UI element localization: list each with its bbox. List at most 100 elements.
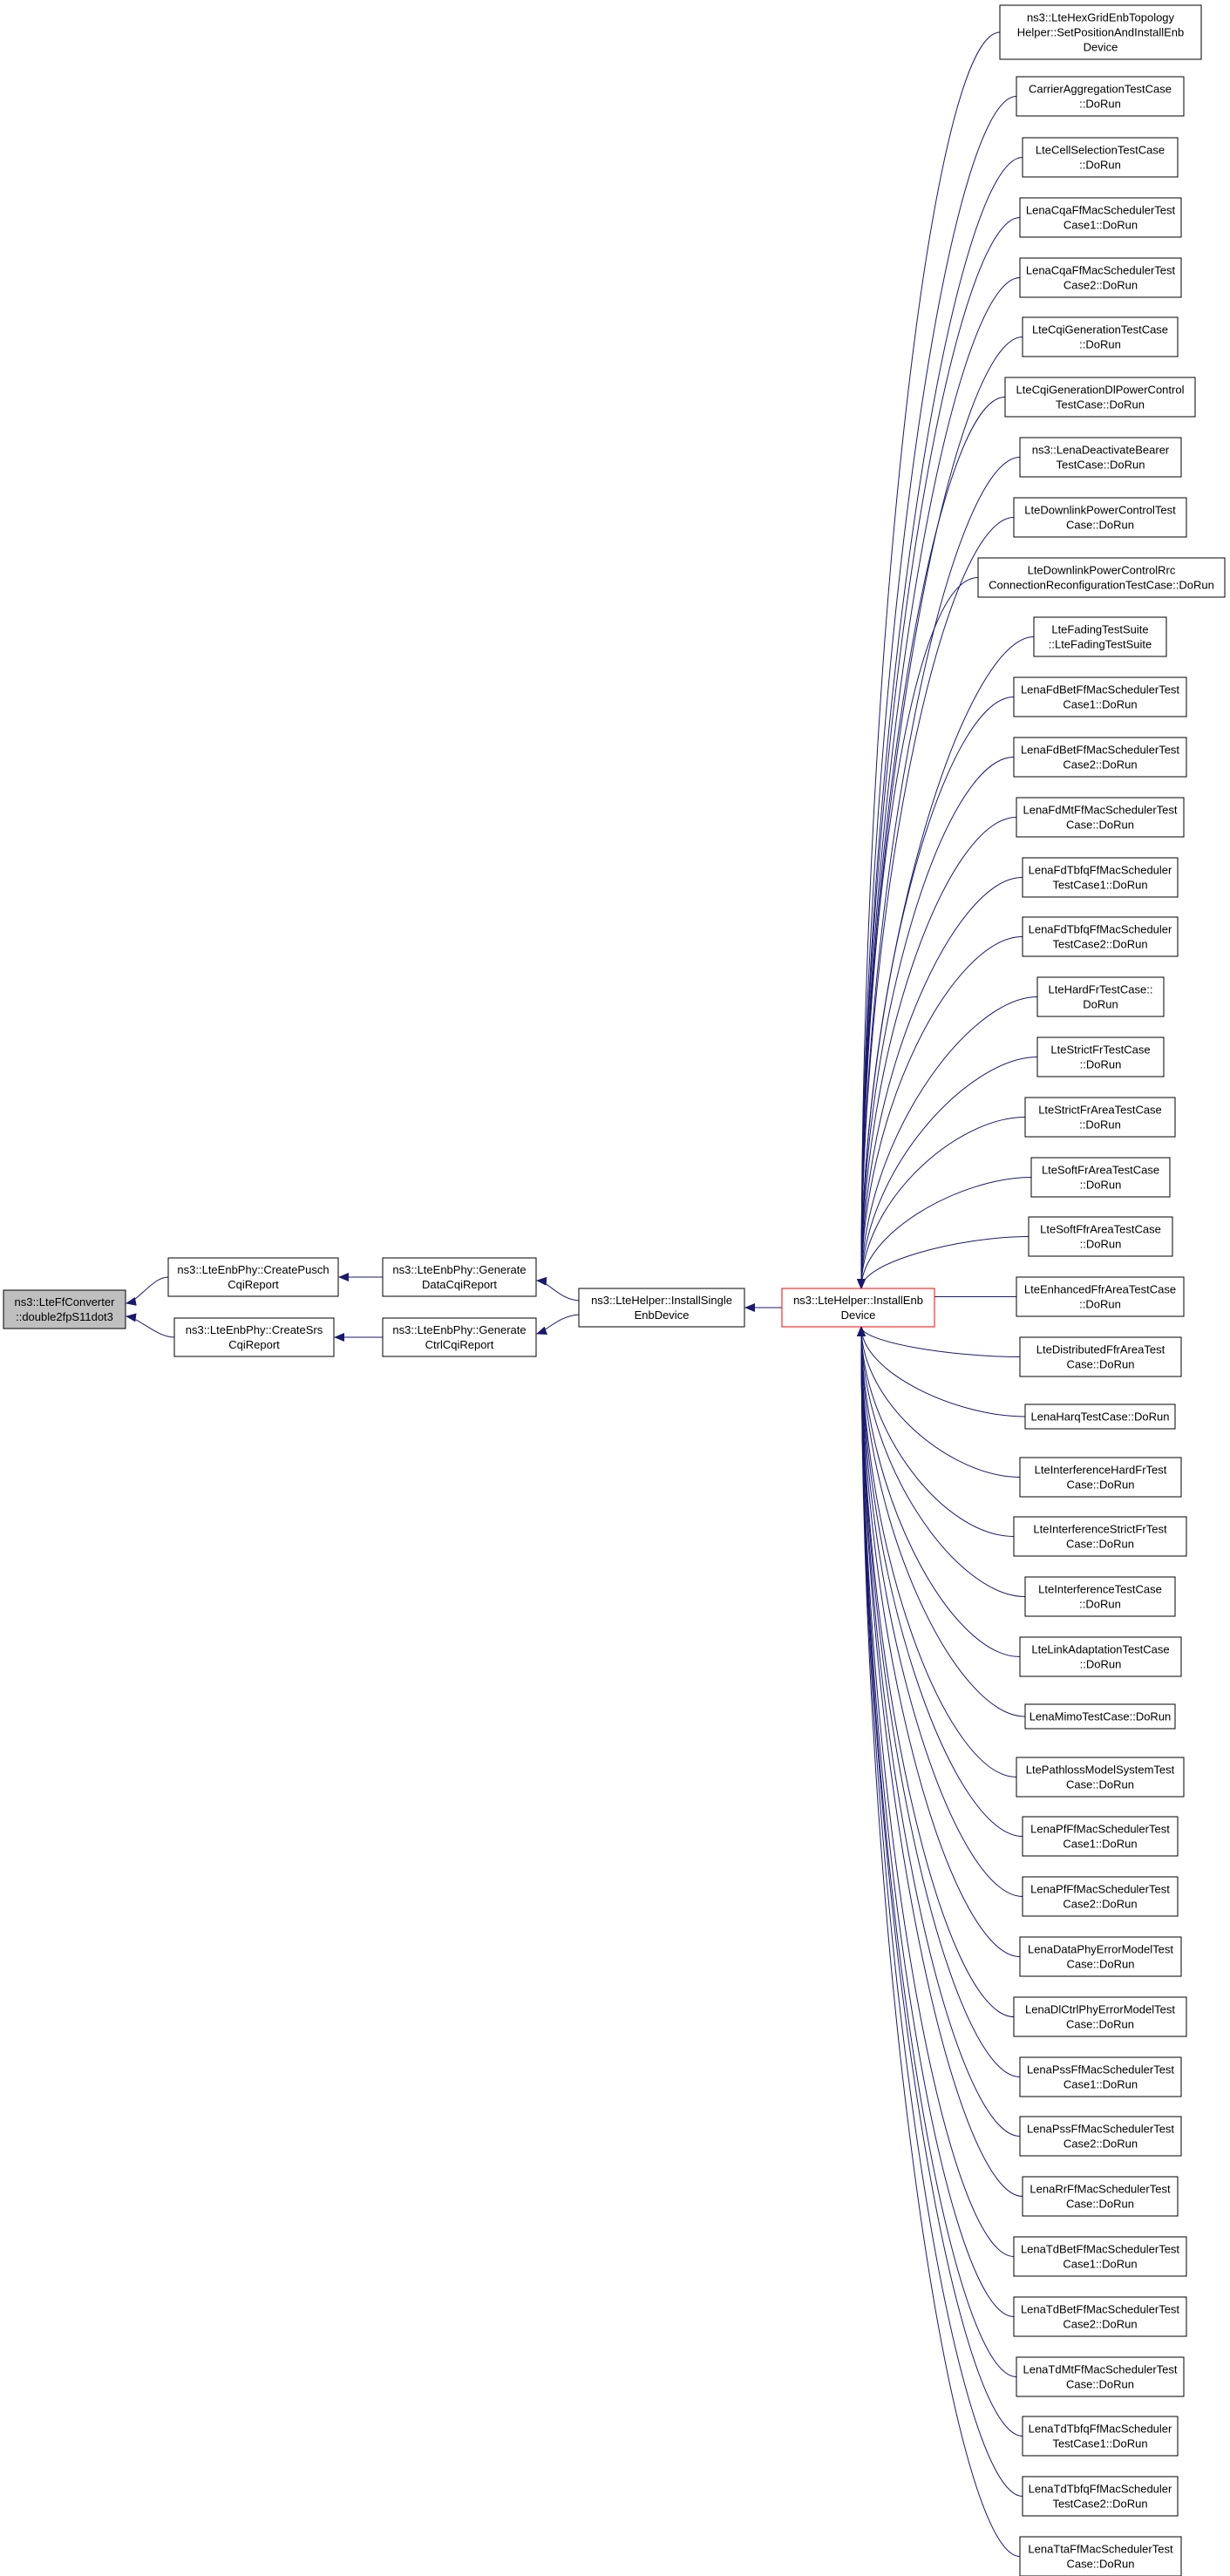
caller-node-label-line: Case::DoRun bbox=[1066, 2018, 1134, 2031]
caller-node-box bbox=[1019, 197, 1182, 238]
caller-node[interactable]: CarrierAggregationTestCase::DoRun bbox=[1016, 76, 1185, 117]
caller-node[interactable]: ns3::LteHexGridEnbTopologyHelper::SetPos… bbox=[999, 4, 1202, 60]
caller-node[interactable]: LteInterferenceTestCase::DoRun bbox=[1024, 1576, 1176, 1617]
caller-node-label-line: Helper::SetPositionAndInstallEnb bbox=[1017, 26, 1185, 39]
node-create-srs-box bbox=[173, 1317, 335, 1357]
caller-node-label-line: LtePathlossModelSystemTest bbox=[1026, 1764, 1175, 1777]
caller-node-label-line: Case::DoRun bbox=[1066, 2558, 1134, 2571]
caller-node[interactable]: LteLinkAdaptationTestCase::DoRun bbox=[1019, 1636, 1182, 1677]
caller-node-label-line: LteInterferenceStrictFrTest bbox=[1033, 1523, 1167, 1536]
caller-node-box bbox=[1019, 1336, 1182, 1377]
caller-node-box bbox=[1024, 1703, 1176, 1730]
caller-node[interactable]: LenaHarqTestCase::DoRun bbox=[1024, 1404, 1176, 1430]
caller-node-box bbox=[1013, 1996, 1187, 2037]
caller-node-label-line: ns3::LteHexGridEnbTopology bbox=[1027, 11, 1175, 24]
node-install-single-label-line: ns3::LteHelper::InstallSingle bbox=[591, 1294, 732, 1307]
node-gen-data-box bbox=[382, 1257, 537, 1297]
caller-node-box bbox=[1019, 2536, 1182, 2576]
caller-node-label-line: LenaTdBetFfMacSchedulerTest bbox=[1021, 2303, 1179, 2316]
caller-node-label-line: ConnectionReconfigurationTestCase::DoRun bbox=[989, 579, 1214, 592]
caller-node[interactable]: LteSoftFfrAreaTestCase::DoRun bbox=[1028, 1216, 1173, 1257]
caller-node-box bbox=[1036, 1037, 1165, 1077]
caller-node-label-line: ::DoRun bbox=[1080, 1658, 1122, 1671]
caller-node[interactable]: LteCellSelectionTestCase::DoRun bbox=[1022, 137, 1179, 178]
edge-caller-to-installenb bbox=[857, 1326, 1023, 2437]
caller-node[interactable]: LteDownlinkPowerControlRrcConnectionReco… bbox=[977, 557, 1226, 598]
caller-node[interactable]: LteHardFrTestCase::DoRun bbox=[1036, 976, 1165, 1017]
edge-caller-to-installenb bbox=[857, 1326, 1021, 1657]
caller-node-box bbox=[1019, 257, 1182, 298]
caller-node-label-line: LenaDataPhyErrorModelTest bbox=[1028, 1943, 1173, 1956]
caller-node-label-line: LenaCqaFfMacSchedulerTest bbox=[1026, 264, 1176, 277]
caller-node-label-line: LenaTdBetFfMacSchedulerTest bbox=[1021, 2243, 1179, 2256]
caller-node[interactable]: LteStrictFrAreaTestCase::DoRun bbox=[1024, 1097, 1176, 1138]
caller-node-box bbox=[1019, 437, 1182, 478]
caller-node-label-line: Case1::DoRun bbox=[1064, 219, 1138, 232]
caller-node[interactable]: LteCqiGenerationDlPowerControlTestCase::… bbox=[1004, 377, 1196, 418]
focus-node-label-line: ::double2fpS11dot3 bbox=[16, 1310, 113, 1323]
caller-node-label-line: ::LteFadingTestSuite bbox=[1049, 638, 1152, 651]
caller-node[interactable]: LteFadingTestSuite::LteFadingTestSuite bbox=[1033, 616, 1167, 657]
node-create-pusch-box bbox=[167, 1257, 339, 1297]
caller-node[interactable]: LteSoftFrAreaTestCase::DoRun bbox=[1030, 1157, 1171, 1198]
caller-node-label-line: LenaFdMtFfMacSchedulerTest bbox=[1023, 804, 1177, 817]
focus-node[interactable]: ns3::LteFfConverter::double2fpS11dot3 bbox=[3, 1289, 126, 1329]
caller-node-label-line: LteEnhancedFfrAreaTestCase bbox=[1024, 1283, 1176, 1296]
caller-node-box bbox=[1013, 676, 1187, 717]
caller-node-box bbox=[1022, 1816, 1179, 1857]
caller-node-label-line: Case1::DoRun bbox=[1063, 2258, 1137, 2271]
caller-node-label-line: LenaTdTbfqFfMacScheduler bbox=[1029, 2423, 1172, 2436]
caller-node-label-line: LenaTtaFfMacSchedulerTest bbox=[1028, 2543, 1173, 2556]
node-create-pusch-label-line: CqiReport bbox=[228, 1278, 279, 1291]
edge-caller-to-installenb bbox=[857, 1326, 1026, 1597]
edge-caller-to-installenb bbox=[857, 1057, 1038, 1289]
caller-node-box bbox=[1022, 2476, 1179, 2517]
edge-caller-to-installenb bbox=[857, 1326, 1023, 2197]
caller-node-label-line: Case::DoRun bbox=[1066, 519, 1134, 532]
caller-node-box bbox=[1028, 1216, 1173, 1257]
caller-node[interactable]: LenaMimoTestCase::DoRun bbox=[1024, 1703, 1176, 1730]
caller-node-label-line: LenaCqaFfMacSchedulerTest bbox=[1026, 204, 1176, 217]
caller-node[interactable]: LteCqiGenerationTestCase::DoRun bbox=[1022, 316, 1179, 357]
node-install-enb-label-line: Device bbox=[841, 1308, 876, 1322]
caller-node-label-line: Case2::DoRun bbox=[1063, 1898, 1137, 1911]
caller-node[interactable]: LteEnhancedFfrAreaTestCase::DoRun bbox=[1016, 1276, 1185, 1317]
edge-caller-to-installenb bbox=[857, 1326, 1023, 1837]
caller-node[interactable]: LteStrictFrTestCase::DoRun bbox=[1036, 1037, 1165, 1077]
caller-node-label-line: LenaFdTbfqFfMacScheduler bbox=[1029, 923, 1172, 936]
caller-node-label-line: ::DoRun bbox=[1079, 338, 1121, 351]
edge-install-to-gendata bbox=[536, 1276, 580, 1302]
